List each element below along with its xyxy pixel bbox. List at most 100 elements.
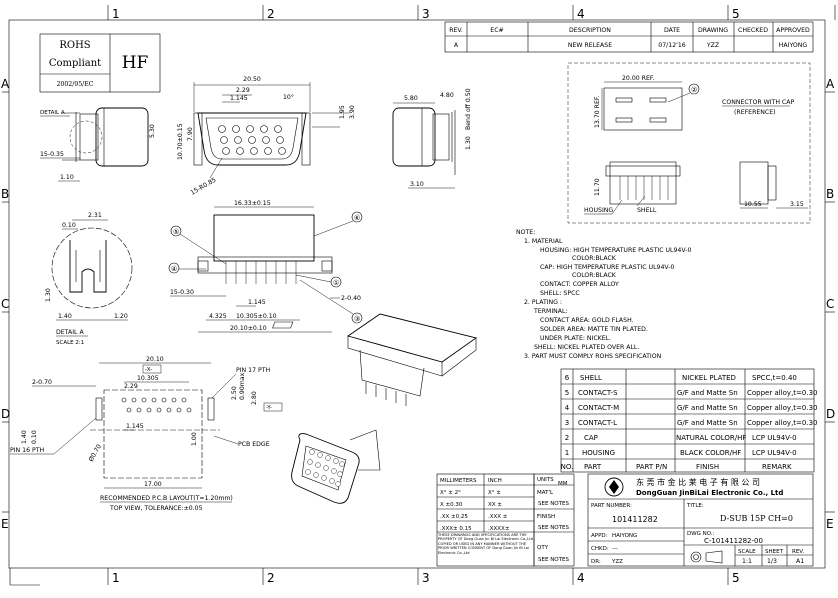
pcb-dim-2-29: 2.29 — [124, 383, 138, 390]
dim-bend: Bend off 0.50 — [465, 88, 472, 130]
callout-5: ⑤ — [173, 228, 179, 236]
zone-col-5-bottom: 5 — [732, 571, 740, 585]
pcb-pin16: PIN 16 PTH — [10, 447, 45, 454]
rohs-compliant-label: Compliant — [49, 58, 101, 69]
pcb-layout: 20.10 -X- 10.305 2.29 2-0.70 1.145 PIN 1… — [10, 356, 283, 512]
rev-row-drawing: YZZ — [706, 42, 719, 49]
rev-header-date: DATE — [664, 27, 680, 34]
zone-row-c-right: C — [826, 297, 834, 311]
note-3: COLOR:BLACK — [572, 255, 617, 262]
bom-4-no: 2 — [565, 434, 569, 442]
dim-15-030: 15-0.30 — [170, 289, 194, 296]
dim-7-90: 7.90 — [187, 127, 194, 141]
connector-reference: (REFERENCE) — [734, 109, 776, 116]
appd-label: APPD: — [591, 533, 608, 539]
dim-2-040: 2-0.40 — [341, 295, 361, 302]
dim-3-90: 3.90 — [349, 105, 356, 119]
bom-1-no: 5 — [565, 389, 569, 397]
top-view: 16.33±0.15 ⑤ ④ ⑥ ① ③ 15-0.30 2-0.40 1.14… — [168, 200, 363, 333]
bom-2-no: 4 — [565, 404, 570, 412]
bom-0-finish: NICKEL PLATED — [682, 374, 736, 382]
rohs-label: ROHS — [59, 40, 90, 51]
dim-ref-width: 20.00 REF. — [622, 75, 654, 82]
zone-col-3: 3 — [422, 7, 430, 21]
scale-value: 1:1 — [742, 558, 752, 565]
dim-10-305: 10.305±0.10 — [236, 313, 277, 320]
sheet-border — [8, 19, 826, 569]
dim-11-70: 11.70 — [594, 178, 601, 196]
bom-0-part: SHELL — [580, 374, 602, 382]
reference-cap-views: 20.00 REF. 13.70 REF. ② CONNECTOR WITH C… — [567, 62, 811, 224]
dwg-label: DWG NO.: — [687, 531, 715, 537]
dim-1-10: 1.10 — [60, 174, 74, 181]
dim-10-55: 10.55 — [744, 201, 762, 208]
dim-20-10: 20.10±0.10 — [230, 325, 267, 332]
sheet-value: 1/3 — [767, 558, 777, 565]
tol-1-mm: X ±0.30 — [440, 502, 463, 508]
dr-label: DR: — [591, 559, 601, 565]
tol-matl: MAT'L — [537, 490, 554, 496]
tol-2-mm: .XX ±0.25 — [440, 514, 468, 520]
dim-5-30: 5.30 — [149, 124, 156, 138]
rev-header-rev: REV. — [449, 27, 463, 34]
note-11: SOLDER AREA: MATTE TIN PLATED. — [540, 326, 648, 333]
dim-1-145-b: 1.145 — [248, 299, 266, 306]
tol-mm: MM — [558, 481, 568, 487]
pcb-topview: TOP VIEW, TOLERANCE:±0.05 — [109, 505, 203, 512]
notes-block: NOTE: 1. MATERIAL HOUSING: HIGH TEMPERAT… — [516, 229, 691, 360]
dim-3-15: 3.15 — [790, 201, 804, 208]
scale-label: SCALE — [738, 549, 756, 555]
bom-5-no: 1 — [565, 449, 569, 457]
dr-value: YZZ — [611, 559, 623, 565]
note-14: 3. PART MUST COMPLY ROHS SPECIFICATION — [524, 353, 662, 360]
dim-1-20: 1.20 — [114, 313, 128, 320]
bom-header-remark: REMARK — [762, 463, 792, 471]
zone-col-3-bottom: 3 — [422, 571, 430, 585]
tol-0-in: X° ± — [488, 490, 501, 496]
dim-2-29: 2.29 — [236, 87, 250, 94]
projection-symbol-icon — [690, 550, 723, 564]
rev-value: A1 — [796, 558, 804, 565]
pcb-dim-1-40: 1.40 — [21, 430, 28, 444]
title-block: 东 莞 市 金 比 莱 电 子 有 限 公 司 DongGuan JinBiLa… — [587, 473, 814, 567]
chkd-label: CHKD: — [591, 546, 609, 552]
rev-header-checked: CHECKED — [738, 27, 768, 34]
rev-header-ec: EC# — [490, 27, 503, 34]
bom-1-finish: G/F and Matte Sn — [677, 389, 738, 397]
dim-5-80: 5.80 — [404, 95, 418, 102]
dim-1-40: 1.40 — [58, 313, 72, 320]
bom-5-part: HOUSING — [582, 449, 615, 457]
tol-2-in: .XXX ± — [488, 514, 508, 520]
zone-col-1: 1 — [112, 7, 120, 21]
hf-mark: HF — [122, 53, 149, 73]
rev-header-approved: APPROVED — [776, 27, 810, 34]
detail-a-title: DETAIL A — [56, 329, 84, 336]
appd-value: HAIYONG — [612, 533, 637, 539]
bom-4-remark: LCP UL94V-0 — [752, 434, 797, 442]
isometric-cap-view — [272, 313, 478, 406]
tol-header-mm: MILLIMETERS — [440, 478, 477, 484]
part-number: 101411282 — [612, 515, 658, 524]
tol-see3: SEE NOTES — [538, 557, 569, 563]
pcb-phi-0-70: Ø0.70 — [87, 443, 103, 463]
dim-4-325: 4.325 — [209, 313, 227, 320]
note-2: HOUSING: HIGH TEMPERATURE PLASTIC UL94V-… — [540, 247, 691, 254]
dim-2-31: 2.31 — [88, 212, 102, 219]
zone-col-4: 4 — [577, 7, 585, 21]
tol-see2: SEE NOTES — [538, 525, 569, 531]
note-0: NOTE: — [516, 229, 535, 236]
note-8: 2. PLATING : — [524, 299, 562, 306]
bom-3-no: 3 — [565, 419, 569, 427]
right-side-view: 5.80 4.80 Bend off 0.50 1.30 3.10 — [392, 88, 472, 189]
pcb-dim-2-50: 2.50 — [231, 386, 238, 400]
pcb-dim-10-305: 10.305 — [137, 375, 159, 382]
revision-table: REV. EC# DESCRIPTION DATE DRAWING CHECKE… — [444, 21, 814, 53]
note-13: SHELL: NICKEL PLATED OVER ALL. — [534, 344, 639, 351]
callout-2-ref — [688, 83, 700, 95]
pcb-dim-0-10: 0.10 — [31, 430, 38, 444]
sheet-label: SHEET — [765, 549, 784, 555]
part-number-label: PART NUMBER: — [591, 503, 632, 509]
pcb-pin17: PIN 17 PTH — [236, 367, 271, 374]
